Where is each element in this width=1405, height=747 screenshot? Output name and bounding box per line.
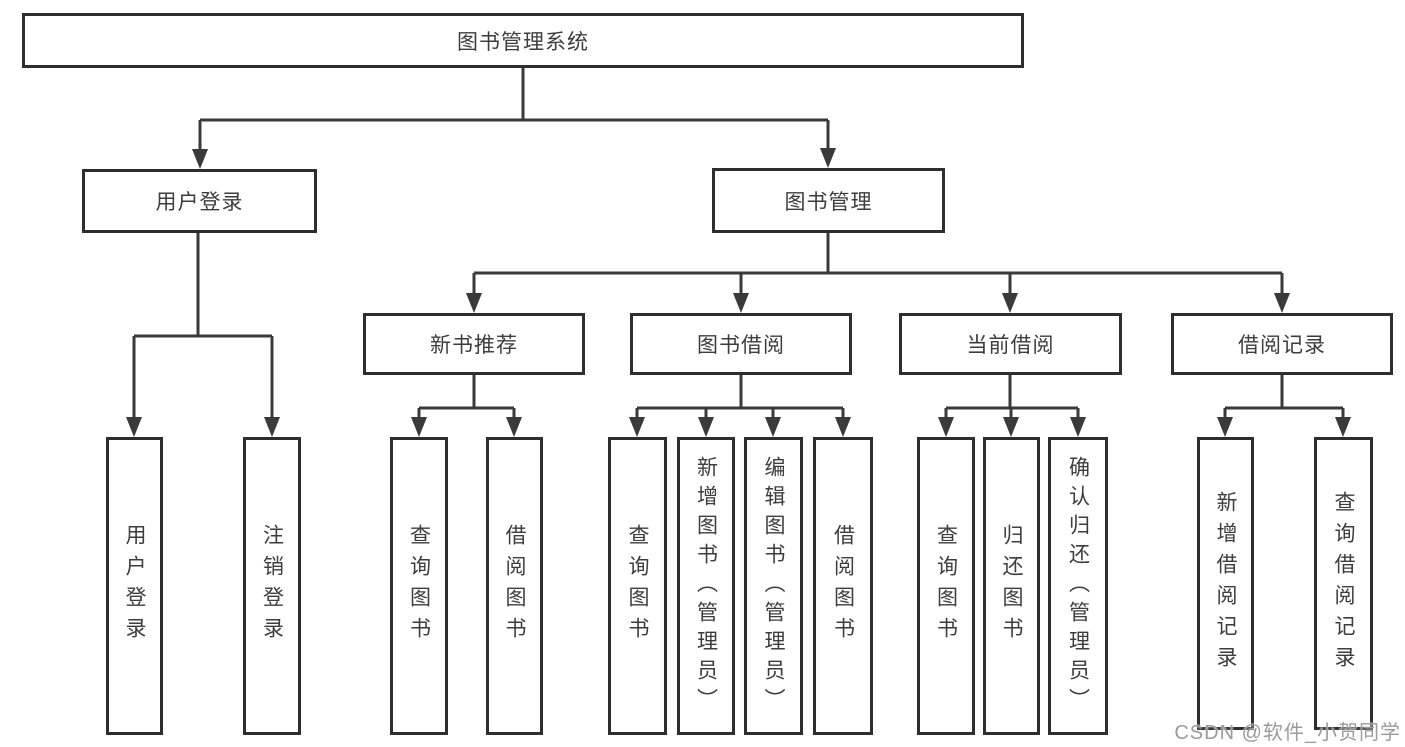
connector-book-borrow-branch <box>635 375 845 418</box>
csdn-watermark: CSDN @软件_小贺同学 <box>1174 722 1401 744</box>
arrowhead-current-borrow <box>1002 293 1018 313</box>
leaf-add-borrow-record-label: 新增借阅记录 <box>1214 490 1237 677</box>
leaf-query-borrow-record-label: 查询借阅记录 <box>1332 490 1355 677</box>
node-book-borrow-label: 图书借阅 <box>697 334 785 357</box>
leaf-user-login-label: 用户登录 <box>123 524 146 648</box>
node-root-system-label: 图书管理系统 <box>457 30 589 54</box>
node-borrow-record: 借阅记录 <box>1171 313 1393 375</box>
arrowhead-book-borrow <box>733 293 749 313</box>
node-new-book-recommend: 新书推荐 <box>363 313 585 375</box>
arrowhead-leaf-cb-confirm <box>1070 417 1086 437</box>
arrowhead-leaf-cb-return <box>1003 417 1019 437</box>
arrowhead-leaf-br-add <box>1217 417 1233 437</box>
arrowhead-user-login <box>192 149 208 169</box>
arrowhead-leaf-bb-borrow <box>835 417 851 437</box>
leaf-query-books-label: 查询图书 <box>626 524 649 648</box>
leaf-add-books-admin: 新增图书（管理员） <box>677 437 735 735</box>
leaf-confirm-return-admin-label: 确认归还（管理员） <box>1066 455 1090 717</box>
leaf-add-borrow-record: 新增借阅记录 <box>1197 437 1254 730</box>
leaf-edit-books-admin-label: 编辑图书（管理员） <box>762 455 785 717</box>
arrowhead-leaf-bb-query <box>629 417 645 437</box>
node-book-management-label: 图书管理 <box>784 190 873 214</box>
connector-borrow-record-branch <box>1223 375 1345 418</box>
leaf-borrow-books: 借阅图书 <box>486 437 543 735</box>
connector-new-book-branch <box>417 375 516 418</box>
leaf-borrow-books-label: 借阅图书 <box>503 524 526 648</box>
arrowhead-leaf-br-query <box>1335 417 1351 437</box>
connector-root-to-level2 <box>198 68 830 150</box>
arrowhead-leaf-nb-borrow <box>506 417 522 437</box>
leaf-borrow-books: 借阅图书 <box>813 437 873 735</box>
leaf-query-books-label: 查询图书 <box>934 524 958 648</box>
node-new-book-recommend-label: 新书推荐 <box>430 334 518 357</box>
leaf-query-books-label: 查询图书 <box>407 524 431 648</box>
leaf-query-books: 查询图书 <box>390 437 448 735</box>
leaf-confirm-return-admin: 确认归还（管理员） <box>1048 437 1108 735</box>
node-current-borrow: 当前借阅 <box>899 313 1122 375</box>
arrowhead-leaf-bb-add <box>698 417 714 437</box>
leaf-query-books: 查询图书 <box>917 437 975 735</box>
leaf-logout-label: 注销登录 <box>260 524 284 648</box>
leaf-edit-books-admin: 编辑图书（管理员） <box>744 437 803 735</box>
arrowhead-book-mgmt <box>820 148 836 168</box>
connector-user-login-branch <box>132 233 274 418</box>
node-user-login-label: 用户登录 <box>155 191 244 214</box>
leaf-return-books: 归还图书 <box>983 437 1040 735</box>
arrowhead-leaf-user-login <box>126 417 142 437</box>
arrowhead-new-book <box>466 293 482 313</box>
node-root-system: 图书管理系统 <box>22 13 1024 68</box>
leaf-query-borrow-record: 查询借阅记录 <box>1314 437 1373 730</box>
node-borrow-record-label: 借阅记录 <box>1238 334 1326 357</box>
leaf-add-books-admin-label: 新增图书（管理员） <box>694 455 718 717</box>
leaf-return-books-label: 归还图书 <box>1000 524 1023 648</box>
node-current-borrow-label: 当前借阅 <box>966 334 1055 357</box>
arrowhead-leaf-nb-query <box>411 417 427 437</box>
node-book-management: 图书管理 <box>712 168 945 233</box>
arrowhead-leaf-logout <box>264 417 280 437</box>
leaf-borrow-books-label: 借阅图书 <box>831 524 855 648</box>
node-user-login: 用户登录 <box>82 169 317 233</box>
connector-book-mgmt-branch <box>472 233 1284 294</box>
arrowhead-leaf-bb-edit <box>765 417 781 437</box>
leaf-query-books: 查询图书 <box>608 437 667 735</box>
node-book-borrow: 图书借阅 <box>630 313 852 375</box>
connector-current-borrow-branch <box>944 375 1080 418</box>
arrowhead-leaf-cb-query <box>938 417 954 437</box>
leaf-logout: 注销登录 <box>243 437 301 735</box>
arrowhead-borrow-record <box>1274 293 1290 313</box>
leaf-user-login: 用户登录 <box>106 437 163 735</box>
